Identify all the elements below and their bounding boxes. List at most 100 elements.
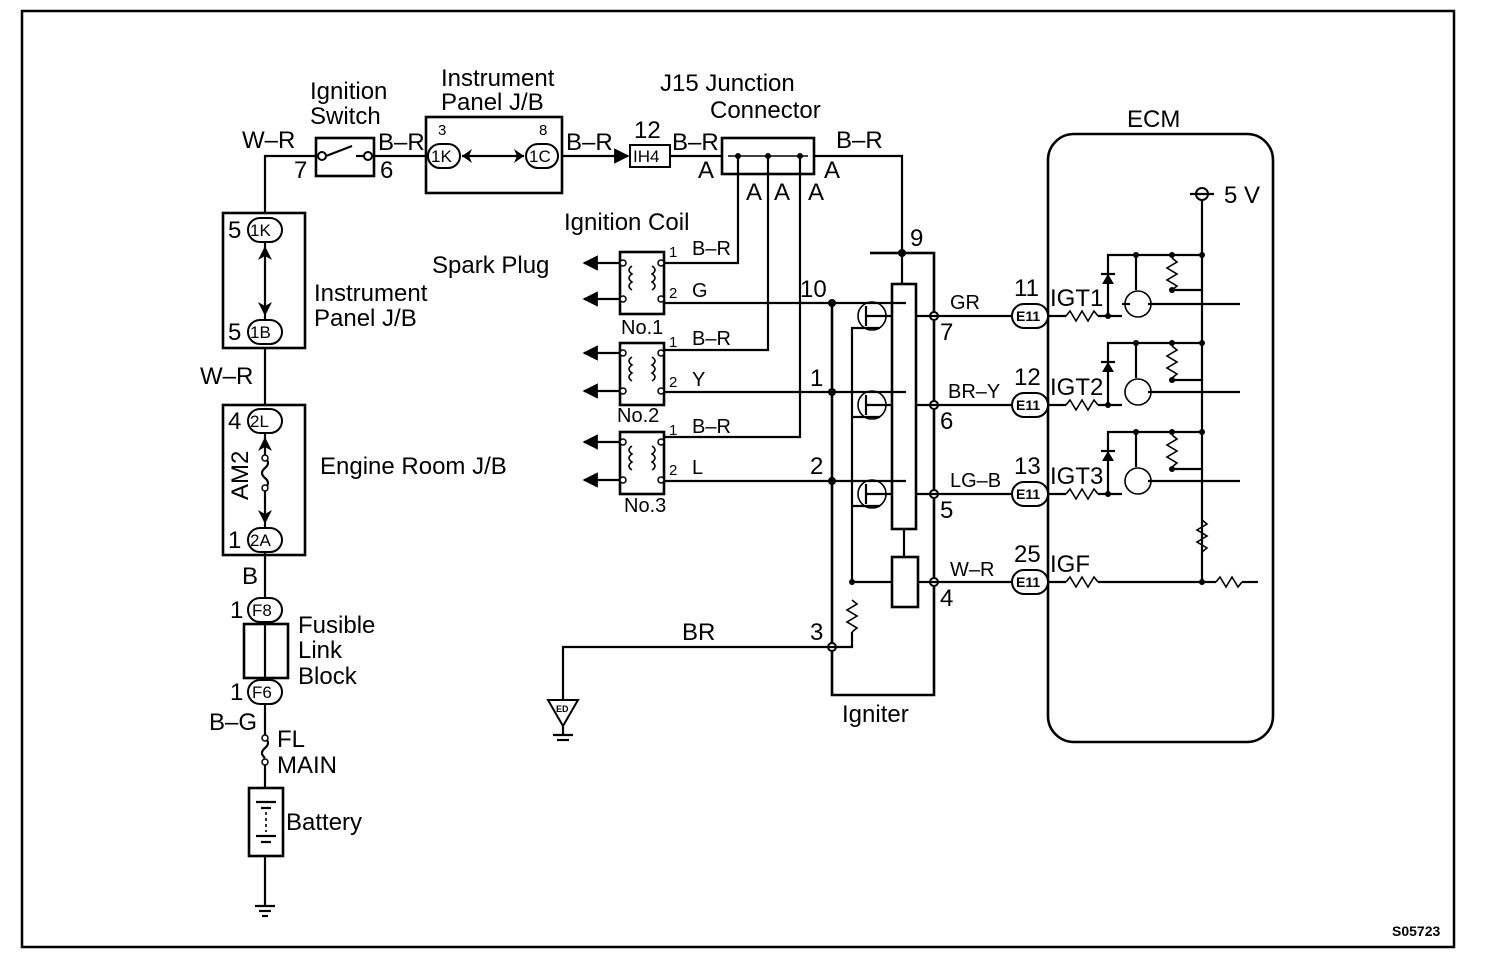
conn-j15-a2: A [774,179,790,206]
conn-ih4: IH4 [633,147,659,166]
fl-main-label-2: MAIN [277,752,337,779]
pin-ipjb-l-5b: 5 [228,319,241,346]
fusible-link-label-2: Link [298,637,343,664]
pin-sw-out: 6 [380,157,393,184]
pin-coil1-1: 1 [669,244,677,261]
pin-erjb-4: 4 [228,408,241,435]
coil-no1-label: No.1 [621,317,663,339]
battery-title: Battery [286,809,362,836]
diagram-code-label: S05723 [1392,923,1440,939]
power-chain [221,115,904,918]
fusible-link-label-3: Block [298,663,358,690]
wire-gr: GR [950,292,980,314]
wire-coil3-b-r: B–R [692,416,731,438]
ecm-title: ECM [1127,106,1180,133]
ignition-coil-title: Ignition Coil [564,209,689,236]
pin-coil1-2: 2 [669,285,677,302]
wire-w-r-igf: W–R [950,559,994,581]
pin-flb-1a: 1 [230,597,243,624]
conn-erjb-2a: 2A [250,531,271,550]
conn-j15-a3: A [808,179,824,206]
signal-igt2: IGT2 [1050,374,1103,401]
pin-coil2-1: 1 [669,334,677,351]
conn-e11-d: E11 [1016,574,1040,590]
pin-ign-5: 5 [940,497,953,524]
signal-igt3: IGT3 [1050,463,1103,490]
conn-j15-a1: A [746,179,762,206]
igniter [546,249,939,742]
conn-ipjb-1k: 1K [431,147,452,166]
conn-j15-a-right: A [824,157,840,184]
coil-no2-label: No.2 [617,405,659,427]
pin-ipjb-3: 3 [438,122,446,139]
wire-b-r-sw: B–R [378,129,425,156]
wire-coil2-b-r: B–R [692,328,731,350]
wire-coil2-y: Y [692,369,705,391]
fl-main-label-1: FL [277,726,305,753]
conn-ipjb-l-1b: 1B [250,323,271,342]
ground-code-label: ED [556,704,569,714]
wire-b-r-ih4: B–R [672,129,719,156]
wire-lg-b: LG–B [950,470,1001,492]
pin-ign-1: 1 [810,365,823,392]
ipjb-top-label-2: Panel J/B [441,89,544,116]
pin-ign-3: 3 [810,619,823,646]
wire-b-r-jb: B–R [566,129,613,156]
wire-coil1-g: G [692,280,708,302]
pin-sw-in: 7 [294,157,307,184]
pin-ih4-12: 12 [634,117,661,144]
ipjb-left-label-2: Panel J/B [314,305,417,332]
pin-ign-6: 6 [940,408,953,435]
diagram-frame [20,9,1456,949]
pin-ign-10: 10 [800,276,827,303]
j15-label-1: J15 Junction [660,70,795,97]
ignition-coils [582,156,906,496]
pin-flb-1b: 1 [230,679,243,706]
signal-igf: IGF [1050,551,1090,578]
wire-coil1-b-r: B–R [692,238,731,260]
pin-ecm-25: 25 [1014,541,1041,568]
wire-b-r-j15: B–R [836,127,883,154]
conn-j15-a-left: A [698,157,714,184]
pin-ipjb-l-5a: 5 [228,217,241,244]
conn-e11-b: E11 [1016,397,1040,413]
fusible-link-label-1: Fusible [298,612,375,639]
signal-igt1: IGT1 [1050,285,1103,312]
conn-flb-f6: F6 [252,683,272,702]
ignition-switch-label-1: Ignition [310,78,387,105]
ecm [934,132,1275,744]
wire-w-r-mid: W–R [200,363,253,390]
spark-plug-title: Spark Plug [432,252,549,279]
conn-e11-c: E11 [1016,486,1040,502]
pin-erjb-1: 1 [228,527,241,554]
igniter-title: Igniter [842,701,909,728]
pin-coil2-2: 2 [669,374,677,391]
coil-no3-label: No.3 [624,495,666,517]
wire-w-r-top: W–R [242,127,295,154]
pin-ipjb-8: 8 [539,122,547,139]
conn-erjb-2l: 2L [250,412,269,431]
am2-label: AM2 [227,451,254,500]
pin-ign-9: 9 [910,225,923,252]
pin-coil3-2: 2 [669,462,677,479]
pin-ecm-12: 12 [1014,364,1041,391]
ipjb-left-label-1: Instrument [314,280,428,307]
conn-ipjb-l-1k: 1K [250,221,271,240]
pin-ecm-13: 13 [1014,453,1041,480]
ignition-switch-label-2: Switch [310,103,381,130]
pin-coil3-1: 1 [669,422,677,439]
pin-ign-4: 4 [940,585,953,612]
wire-b: B [242,563,258,590]
j15-label-2: Connector [710,97,821,124]
wire-coil3-l: L [692,457,703,479]
battery-box [247,786,285,858]
pin-ecm-11: 11 [1014,275,1039,302]
pin-ign-2: 2 [810,453,823,480]
wire-br: BR [682,619,715,646]
ipjb-top-label-1: Instrument [441,65,555,92]
conn-ipjb-1c: 1C [529,147,551,166]
pin-ign-7: 7 [940,319,953,346]
conn-flb-f8: F8 [252,601,272,620]
